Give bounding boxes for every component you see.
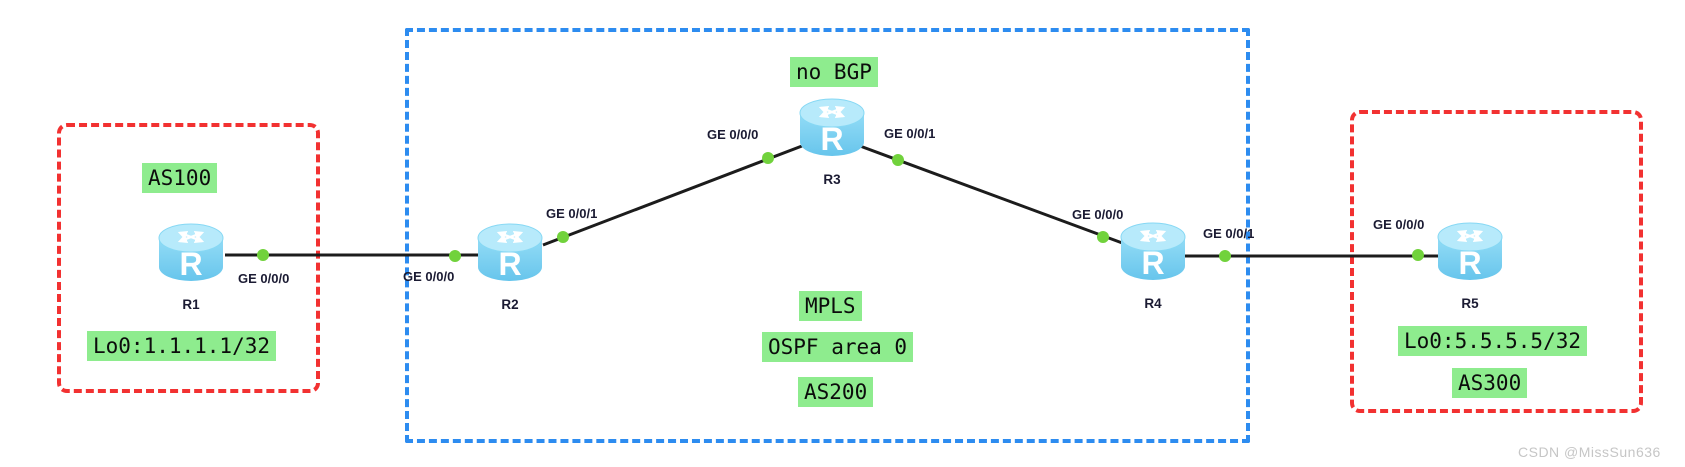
csdn-watermark: CSDN @MissSun636	[1518, 444, 1661, 460]
port-up-dot-r4-ge000	[1097, 231, 1109, 243]
port-up-dot-r3-ge000	[762, 152, 774, 164]
svg-text:R: R	[179, 246, 202, 282]
router-icon: R	[1120, 222, 1186, 281]
svg-text:R: R	[1458, 245, 1481, 281]
interface-label-r2-ge000: GE 0/0/0	[403, 269, 455, 284]
annotation-as300: AS300	[1452, 368, 1528, 398]
port-up-dot-r5-ge000	[1412, 249, 1424, 261]
svg-text:R: R	[498, 246, 521, 282]
router-name-label: R1	[182, 297, 200, 312]
router-node-r3[interactable]: R R3	[797, 97, 867, 187]
router-name-label: R5	[1461, 296, 1479, 311]
router-icon: R	[1437, 222, 1503, 281]
interface-label-r1-ge000: GE 0/0/0	[238, 271, 290, 286]
router-name-label: R2	[501, 297, 519, 312]
port-up-dot-r4-ge001	[1219, 250, 1231, 262]
annotation-ospf-area: OSPF area 0	[762, 332, 914, 362]
port-up-dot-r2-ge001	[557, 231, 569, 243]
as300-boundary-box	[1350, 110, 1643, 413]
rotate-arrows-icon	[496, 230, 524, 244]
link-r2-r3[interactable]	[542, 144, 803, 247]
annotation-r5-loopback: Lo0:5.5.5.5/32	[1398, 326, 1588, 356]
rotate-arrows-icon	[1456, 229, 1484, 243]
svg-text:R: R	[820, 121, 843, 157]
interface-label-r4-ge001: GE 0/0/1	[1203, 226, 1255, 241]
interface-label-r4-ge000: GE 0/0/0	[1072, 207, 1124, 222]
interface-label-r3-ge001: GE 0/0/1	[884, 126, 936, 141]
router-node-r2[interactable]: R R2	[475, 222, 545, 312]
annotation-as200: AS200	[798, 377, 874, 407]
rotate-arrows-icon	[177, 230, 205, 244]
link-r3-r4[interactable]	[859, 144, 1126, 246]
router-node-r4[interactable]: R R4	[1118, 221, 1188, 311]
port-up-dot-r2-ge000	[449, 250, 461, 262]
router-name-label: R4	[1144, 296, 1162, 311]
svg-text:R: R	[1141, 245, 1164, 281]
interface-label-r2-ge001: GE 0/0/1	[546, 206, 598, 221]
annotation-no-bgp: no BGP	[790, 57, 878, 87]
router-node-r5[interactable]: R R5	[1435, 221, 1505, 311]
rotate-arrows-icon	[1139, 229, 1167, 243]
annotation-r1-loopback: Lo0:1.1.1.1/32	[87, 331, 277, 361]
port-up-dot-r3-ge001	[892, 154, 904, 166]
router-name-label: R3	[823, 172, 841, 187]
port-up-dot-r1-ge000	[257, 249, 269, 261]
router-icon: R	[477, 223, 543, 282]
as200-transit-boundary-box	[405, 28, 1250, 443]
interface-label-r5-ge000: GE 0/0/0	[1373, 217, 1425, 232]
rotate-arrows-icon	[818, 105, 846, 119]
router-node-r1[interactable]: R R1	[156, 222, 226, 312]
router-icon: R	[799, 98, 865, 157]
as100-boundary-box	[57, 123, 320, 393]
annotation-mpls: MPLS	[799, 291, 862, 321]
interface-label-r3-ge000: GE 0/0/0	[707, 127, 759, 142]
annotation-as100: AS100	[142, 163, 218, 193]
router-icon: R	[158, 223, 224, 282]
